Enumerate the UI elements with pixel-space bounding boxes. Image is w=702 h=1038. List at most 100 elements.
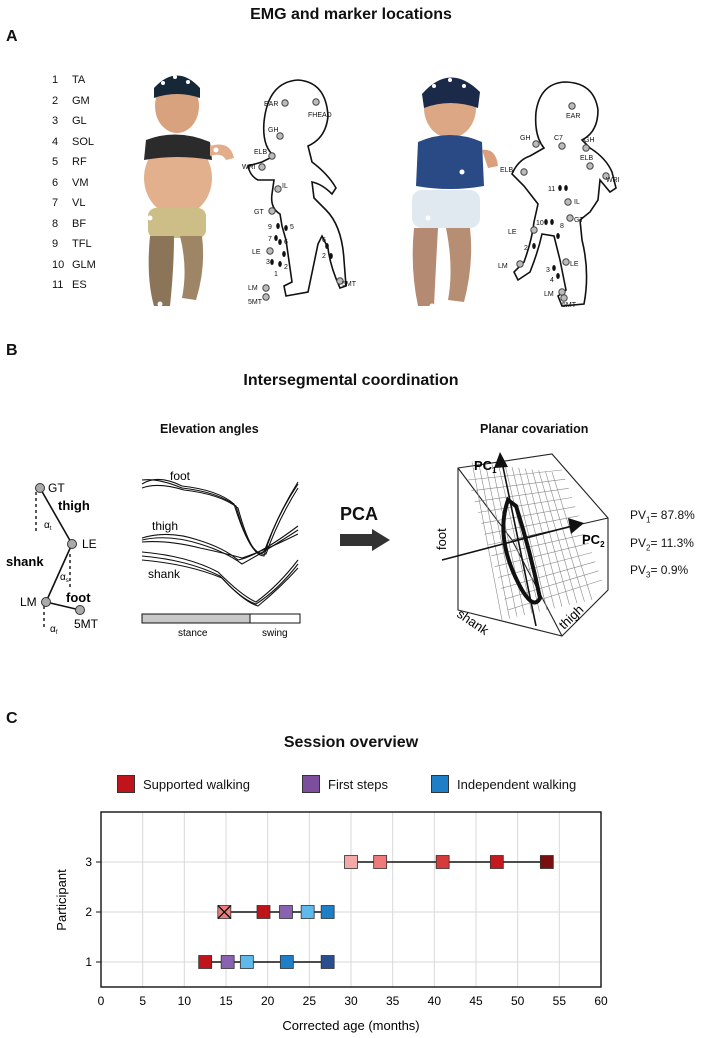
muscle-name: VL xyxy=(72,197,86,210)
infant-photo-back xyxy=(412,77,498,309)
y-tick-label: 1 xyxy=(85,955,92,969)
muscle-number: 5 xyxy=(290,224,294,231)
panel-b-title: Intersegmental coordination xyxy=(243,372,459,389)
muscle-number: 11 xyxy=(548,186,555,193)
x-tick-label: 50 xyxy=(511,994,525,1008)
muscle-name: GL xyxy=(72,115,87,128)
mesh-line xyxy=(474,488,569,502)
marker-label: WRI xyxy=(242,164,256,171)
legend-independent-walking: Independent walking xyxy=(431,775,576,793)
muscle-number: 3 xyxy=(546,267,550,274)
session-marker xyxy=(320,905,335,919)
x-axis-label: Corrected age (months) xyxy=(282,1018,419,1033)
alpha-foot-label: αf xyxy=(50,624,58,636)
marker-label: C7 xyxy=(554,135,563,142)
mesh-line xyxy=(538,470,578,604)
alpha-thigh-label: αt xyxy=(44,520,52,532)
mesh-line xyxy=(491,464,525,616)
muscle-number: 1 xyxy=(52,74,59,87)
pc2-label: PC2 xyxy=(582,532,605,549)
muscle-number: 6 xyxy=(52,176,59,189)
marker-label: GT xyxy=(254,209,264,216)
muscle-name: BF xyxy=(72,217,87,230)
marker-label: 5MT xyxy=(342,281,357,288)
trace-label-thigh: thigh xyxy=(152,519,178,533)
swing-label: swing xyxy=(262,628,288,639)
planar-covariation-plot: PC1 PC2 foot shank thigh xyxy=(434,452,609,638)
muscle-number: 2 xyxy=(524,245,528,252)
elevation-angles-title: Elevation angles xyxy=(160,422,259,436)
mesh-line xyxy=(551,471,593,601)
marker-label: IL xyxy=(574,199,580,206)
marker-label: IL xyxy=(282,183,288,190)
marker-label: GH xyxy=(520,135,531,142)
session-marker xyxy=(489,855,504,869)
muscle-number: 2 xyxy=(322,253,326,260)
y-axis-label: Participant xyxy=(54,869,69,931)
pv2-text: PV2= 11.3% xyxy=(630,536,694,553)
trace-label-foot: foot xyxy=(170,469,191,483)
muscle-number: 2 xyxy=(284,264,288,271)
marker-label: GH xyxy=(268,127,279,134)
marker-label: GT xyxy=(574,217,584,224)
muscle-list-item: 8 BF xyxy=(52,214,112,235)
marker-label: EAR xyxy=(566,113,580,120)
mesh-line xyxy=(471,461,503,621)
pca-label: PCA xyxy=(340,504,379,524)
mesh-line xyxy=(471,478,566,492)
x-tick-label: 15 xyxy=(219,994,233,1008)
marker-label: FHEAD xyxy=(308,112,332,119)
axis-foot-label: foot xyxy=(434,528,449,550)
5mt-label: 5MT xyxy=(74,617,99,631)
x-tick-label: 45 xyxy=(469,994,483,1008)
muscle-number: 8 xyxy=(52,217,59,230)
mesh-line xyxy=(531,469,570,606)
panel-c-title: Session overview xyxy=(283,734,419,751)
x-tick-label: 55 xyxy=(553,994,567,1008)
marker-label: 5MT xyxy=(248,299,263,306)
x-tick-label: 20 xyxy=(261,994,275,1008)
planar-covariation-title: Planar covariation xyxy=(480,422,589,436)
muscle-number: 8 xyxy=(560,223,564,230)
marker-label: ELB xyxy=(580,155,594,162)
y-tick-label: 2 xyxy=(85,905,92,919)
elevation-angle-traces: foot thigh shank stance swing xyxy=(141,469,301,639)
stance-label: stance xyxy=(178,628,208,639)
legend-swatch xyxy=(302,775,320,793)
stance-bar xyxy=(141,613,251,624)
muscle-number: 9 xyxy=(268,224,272,231)
muscle-number: 5 xyxy=(52,156,59,169)
mesh-line xyxy=(511,466,548,611)
marker-label: GH xyxy=(584,137,595,144)
swing-bar xyxy=(249,613,301,624)
panel-b-letter: B xyxy=(6,342,18,359)
mesh-line xyxy=(507,579,603,611)
marker-label: LM xyxy=(248,285,258,292)
x-tick-label: 5 xyxy=(139,994,146,1008)
gt-label: GT xyxy=(48,481,65,495)
muscle-number: 6 xyxy=(284,239,288,246)
y-tick-label: 3 xyxy=(85,855,92,869)
alpha-shank-label: αs xyxy=(60,572,69,584)
muscle-name: GM xyxy=(72,94,90,107)
mesh-line xyxy=(545,471,585,602)
pv1-text: PV1= 87.8% xyxy=(630,508,695,525)
session-marker xyxy=(320,955,335,969)
x-tick-label: 10 xyxy=(178,994,192,1008)
muscle-name: TA xyxy=(72,74,86,87)
mesh-line xyxy=(518,467,555,609)
session-marker xyxy=(539,855,554,869)
x-tick-label: 60 xyxy=(594,994,608,1008)
muscle-list-item: 1 TA xyxy=(52,70,112,91)
segment-angle-diagram: GT thigh LE shank LM foot 5MT αt αs αf xyxy=(6,481,99,636)
shank-label: shank xyxy=(6,554,44,569)
marker-label: ELB xyxy=(500,167,514,174)
lm-label: LM xyxy=(20,595,37,609)
muscle-number: 4 xyxy=(550,277,554,284)
trace-label-shank: shank xyxy=(148,567,181,581)
